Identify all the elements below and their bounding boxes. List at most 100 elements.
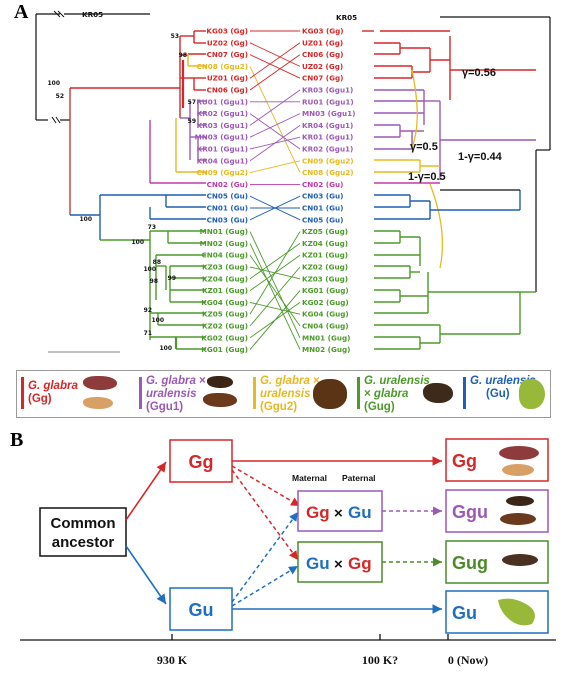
ggu-now-box [445,489,549,533]
pod-image [203,393,237,407]
maternal-label: Maternal [292,473,327,483]
cross2-times: × [334,556,343,573]
ggu-pod-image [500,513,536,525]
common-ancestor-line1: Common [51,515,116,532]
left-tip-label: MN03 (Ggu1) [195,133,248,142]
left-tip-label: CN06 (Gg) [207,86,248,95]
legend-label: G. uralensis(Gu) [470,375,536,400]
tree-branch [53,10,61,18]
gamma-labels: γ=0.56γ=0.51-γ=0.441-γ=0.5 [408,67,503,183]
tip-connector-line [249,89,301,126]
right-tip-label: KG02 (Gug) [302,298,349,307]
tip-connector-line [249,125,301,162]
bootstrap-value: 57 [188,99,196,106]
tip-connector-line [249,160,301,174]
bootstrap-value: 71 [144,330,152,337]
bootstrap-value: 88 [153,259,161,266]
legend-label: G. uralensis× glabra(Gug) [364,375,430,413]
gug-now-box [445,540,549,584]
tip-connector-line [249,231,301,315]
bootstrap-value: 100 [79,216,92,223]
gug-pod-image [502,554,538,566]
right-tip-label: MN03 (Ggu1) [302,109,355,118]
panel-a-label: A [14,1,29,23]
gamma-label: γ=0.5 [410,141,438,153]
common-ancestor-line2: ancestor [52,534,115,551]
gg-root-image [502,464,534,476]
legend-item-gg: G. glabra(Gg) [21,371,133,417]
bootstrap-value: 98 [179,52,187,59]
paternal-label: Paternal [342,473,376,483]
bootstrap-value: 100 [159,345,172,352]
bootstrap-value: 59 [188,118,196,125]
arrow-to-gg [125,461,167,521]
gg-ancestral-box [169,439,233,483]
arrow-to-gu [125,545,167,605]
cross1-maternal: Gg [306,503,330,522]
tip-connector-line [249,54,301,91]
legend-color-bar [253,377,256,409]
legend-color-bar [463,377,466,409]
gg-root-slice-image [499,446,539,460]
right-tip-label: CN09 (Ggu2) [302,156,354,165]
bootstrap-value: 73 [148,224,156,231]
right-tip-label: CN07 (Gg) [302,74,343,83]
legend-color-bar [357,377,360,409]
right-tip-label: MN01 (Gug) [302,333,350,342]
left-tip-label: RU01 (Ggu1) [196,97,248,106]
right-tip-label: KZ03 (Gug) [302,274,348,283]
right-tree-tips: KG03 (Gg)UZ01 (Gg)CN06 (Gg)UZ02 (Gg)CN07… [302,27,355,355]
bootstrap-value: 52 [56,93,64,100]
left-tip-label: UZ01 (Gg) [207,74,248,83]
right-tip-label: MN02 (Gug) [302,345,350,354]
time-label-now: 0 (Now) [448,653,488,667]
gu-paternal-arrow [231,511,299,603]
right-tip-label: CN03 (Gu) [302,192,343,201]
left-tip-label: KZ01 (Gug) [202,286,248,295]
gamma-label: 1-γ=0.5 [408,171,446,183]
legend-label: G. glabra ×uralensis(Ggu2) [260,375,320,413]
left-tip-label: MN02 (Gug) [200,239,248,248]
bootstrap-value: 100 [131,239,144,246]
time-label-930k: 930 K [157,653,188,667]
left-tip-label: KR04 (Ggu1) [197,156,248,165]
tip-connector-line [249,290,301,350]
left-tip-label: CN09 (Ggu2) [196,168,248,177]
right-tip-label: KZ04 (Gug) [302,239,348,248]
cross1-times: × [334,505,343,522]
right-tip-label: KG03 (Gg) [302,27,344,36]
gg-label: Gg [189,452,214,472]
left-tip-label: KG02 (Gug) [201,333,248,342]
legend-item-ggu2: G. glabra ×uralensis(Ggu2) [253,371,351,417]
tip-connector-line [249,231,301,338]
right-tip-label: KG01 (Gug) [302,286,349,295]
right-tip-label: KG04 (Gug) [302,310,349,319]
ggu-now-label: Ggu [452,502,488,522]
left-tip-label: UZ02 (Gg) [207,38,248,47]
bootstrap-value: 53 [171,33,179,40]
left-tree-tips: KG03 (Gg)UZ02 (Gg)CN07 (Gg)CN08 (Ggu2)UZ… [195,27,248,355]
outgroup-left-label: KR05 [82,10,103,19]
cross2-paternal: Gg [348,554,372,573]
bootstrap-value: 100 [47,80,60,87]
right-tip-label: CN04 (Gug) [302,322,349,331]
left-tip-label: KR03 (Ggu1) [197,121,248,130]
tip-connector-line [249,195,301,221]
pod-image [423,383,453,403]
tree-branch [51,116,57,124]
hybrid-edge [411,69,418,149]
gu-maternal-arrow [231,565,299,607]
outgroup-right-label: KR05 [336,13,357,22]
cross-gg-gu-box [297,490,383,532]
legend-color-bar [139,377,142,409]
panel-a-tanglegram: A KG03 (Gg)UZ02 (Gg)CN07 (Gg)CN08 (Ggu2)… [14,1,551,355]
left-tip-label: CN07 (Gg) [207,50,248,59]
legend-color-bar [21,377,24,409]
gu-now-label: Gu [452,603,477,623]
gamma-label: γ=0.56 [462,67,496,79]
hybrid-edge [429,183,444,269]
left-tip-label: KG01 (Gug) [201,345,248,354]
left-tip-label: CN04 (Gug) [201,251,248,260]
